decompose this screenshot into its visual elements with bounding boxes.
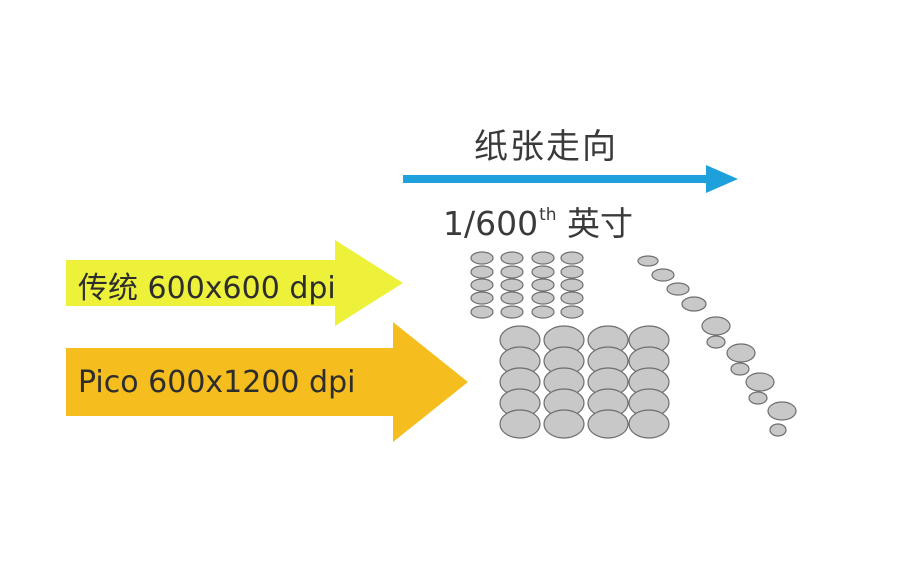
large-dot — [628, 409, 670, 439]
dot-size-unit: 英寸 — [556, 204, 634, 243]
diagonal-dot — [651, 268, 675, 282]
diagonal-dot — [769, 423, 787, 437]
small-dot — [500, 291, 524, 305]
small-dot — [500, 265, 524, 279]
small-dot — [531, 291, 555, 305]
paper-direction-arrow — [403, 165, 738, 193]
small-dot — [470, 291, 494, 305]
diagonal-dot — [637, 255, 659, 267]
small-dot — [531, 278, 555, 292]
small-dot — [560, 305, 584, 319]
small-dot — [560, 251, 584, 265]
traditional-arrow — [66, 240, 403, 326]
pico-label: Pico 600x1200 dpi — [78, 365, 356, 400]
diagonal-dot — [706, 335, 726, 349]
small-dot — [560, 291, 584, 305]
small-dot — [470, 278, 494, 292]
diagonal-dot — [666, 282, 690, 296]
large-dot — [587, 409, 629, 439]
dot-size-superscript: th — [539, 205, 557, 225]
dot-size-label: 1/600th 英寸 — [443, 197, 633, 245]
small-dot — [531, 305, 555, 319]
large-dot — [499, 409, 541, 439]
small-dot — [470, 305, 494, 319]
pico-arrow — [66, 322, 468, 442]
small-dot — [531, 265, 555, 279]
dot-size-value: 1/600 — [443, 204, 539, 243]
small-dot — [560, 265, 584, 279]
diagonal-dot — [767, 401, 797, 421]
small-dot — [560, 278, 584, 292]
small-dot — [500, 278, 524, 292]
pico-dot-grid — [499, 325, 670, 439]
diagonal-dot — [730, 362, 750, 376]
diagonal-dot — [745, 372, 775, 392]
traditional-label: 传统 600x600 dpi — [78, 271, 336, 306]
diagonal-dot-trail — [637, 255, 797, 437]
diagonal-dot — [681, 296, 707, 312]
large-dot — [543, 409, 585, 439]
paper-direction-label: 纸张走向 — [474, 127, 618, 167]
diagonal-dot — [701, 316, 731, 336]
small-dot — [500, 305, 524, 319]
small-dot — [470, 251, 494, 265]
small-dot — [500, 251, 524, 265]
small-dot — [531, 251, 555, 265]
diagonal-dot — [748, 391, 768, 405]
traditional-dot-grid — [470, 251, 584, 319]
small-dot — [470, 265, 494, 279]
diagonal-dot — [726, 343, 756, 363]
